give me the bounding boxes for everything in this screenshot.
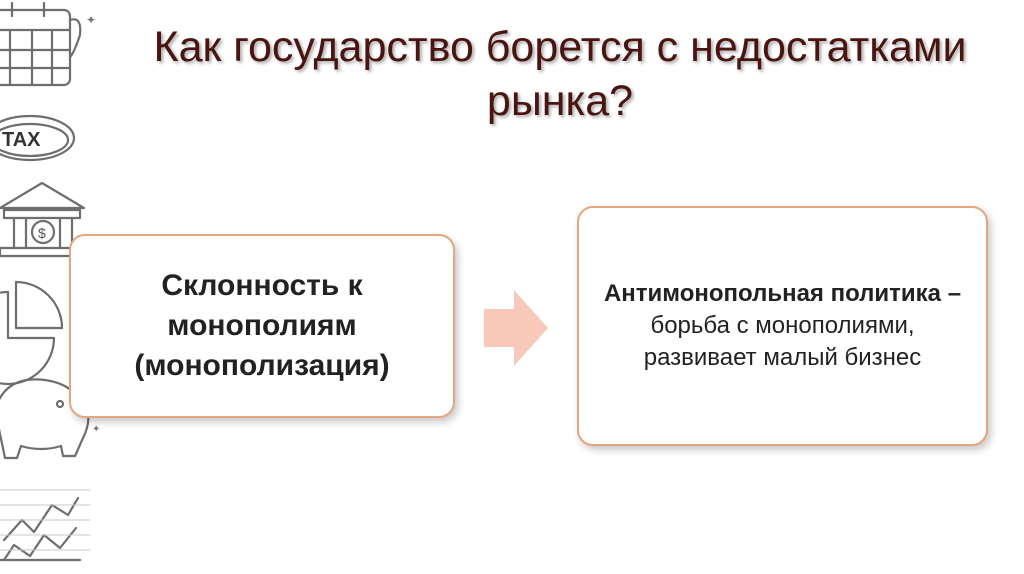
solution-box: Антимонопольная политика – борьба с моно… [577,206,988,446]
slide-title: Как государство борется с недостатками р… [153,23,967,125]
svg-text:✦: ✦ [92,424,100,435]
pie-chart-icon [0,280,64,386]
solution-text: Антимонопольная политика – борьба с моно… [593,278,972,374]
solution-term: Антимонопольная политика – [603,280,962,307]
tax-icon-label: TAX [2,129,41,151]
problem-text: Склонность к монополиям (монополизация) [134,269,390,382]
tax-icon [0,114,76,162]
bank-dollar-glyph: $ [38,225,46,241]
growth-chart-icon [0,489,91,562]
problem-box: Склонность к монополиям (монополизация) [69,234,455,418]
decor-sidebar: TAX $ ✦ ✦ [0,1,100,562]
calendar-icon [0,1,82,87]
svg-text:✦: ✦ [86,13,96,27]
solution-definition: борьба с монополиями, развивает малый би… [643,312,922,371]
arrow-right-icon [484,290,548,366]
